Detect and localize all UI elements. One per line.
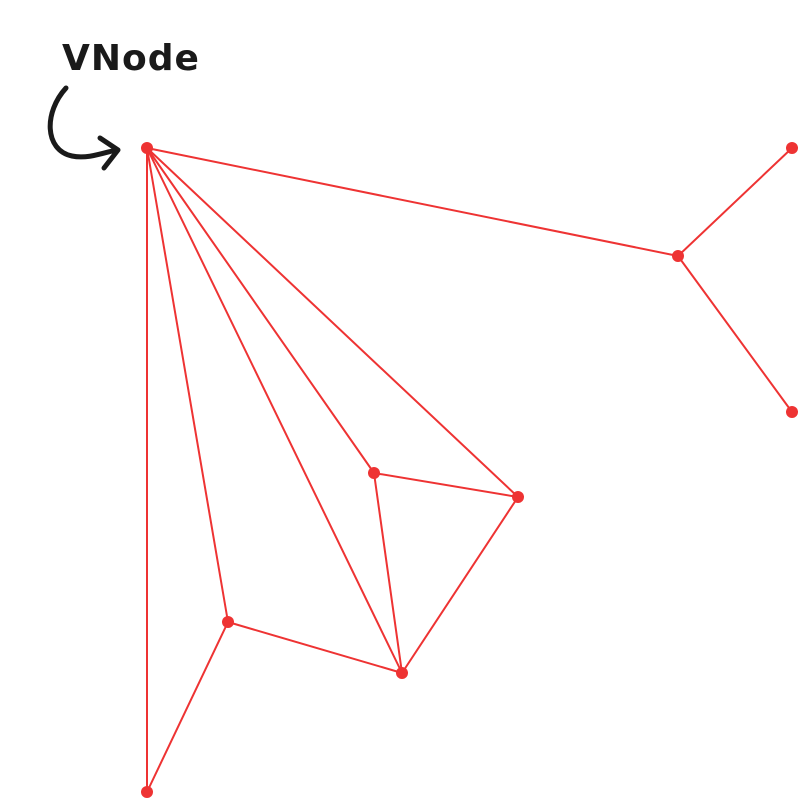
graph-edge-n1-n2 xyxy=(677,147,793,257)
nodes-layer xyxy=(141,142,798,798)
graph-node-n2 xyxy=(786,142,798,154)
graph-node-n6 xyxy=(396,667,408,679)
graph-edge-n1-n3 xyxy=(677,255,793,413)
arrow-head-icon xyxy=(97,135,121,171)
graph-node-n7 xyxy=(222,616,234,628)
vnode-annotation: VNode xyxy=(47,38,200,171)
graph-node-n1 xyxy=(672,250,684,262)
vnode-label: VNode xyxy=(62,38,200,79)
graph-node-n5 xyxy=(512,491,524,503)
graph-edge-n0-n1 xyxy=(146,147,679,257)
graph-node-n3 xyxy=(786,406,798,418)
graph-node-n8 xyxy=(141,786,153,798)
graph-edge-n6-n7 xyxy=(227,621,403,674)
graph-edge-n0-n6 xyxy=(146,147,403,674)
graph-edge-n0-n7 xyxy=(146,147,229,623)
graph-node-n0 xyxy=(141,142,153,154)
graph-edge-n4-n5 xyxy=(373,472,519,498)
graph-edge-n0-n5 xyxy=(146,147,519,498)
graph-edge-n0-n4 xyxy=(146,147,375,474)
graph-edge-n5-n6 xyxy=(401,496,519,674)
edges-layer xyxy=(146,147,793,793)
curved-arrow-icon xyxy=(47,85,119,160)
graph-node-n4 xyxy=(368,467,380,479)
graph-edge-n7-n8 xyxy=(146,621,229,793)
graph-edge-n4-n6 xyxy=(373,472,403,674)
